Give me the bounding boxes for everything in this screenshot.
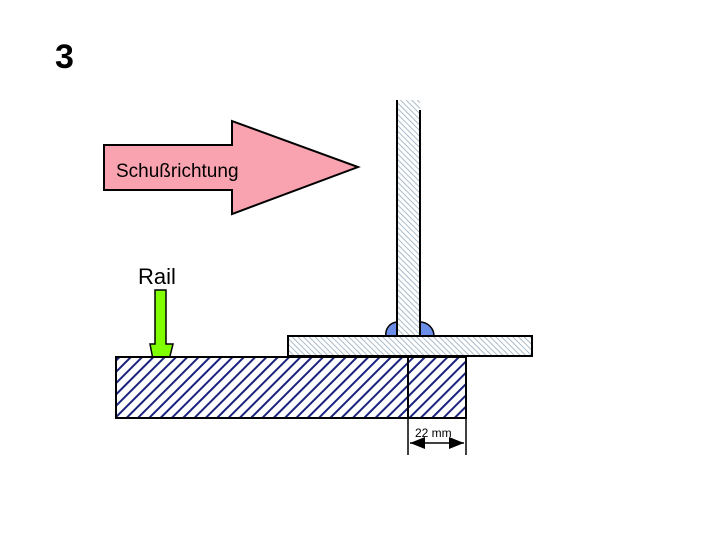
- horizontal-plate: [287, 335, 533, 357]
- vertical-plate: [398, 100, 420, 336]
- direction-label: Schußrichtung: [116, 161, 239, 182]
- weld-bead-right: [419, 321, 435, 337]
- slide-number: 3: [55, 38, 74, 76]
- dimension-label: 22 mm: [415, 426, 452, 440]
- base-block: [115, 356, 467, 419]
- direction-arrow: [103, 119, 361, 216]
- rail-label: Rail: [138, 264, 176, 289]
